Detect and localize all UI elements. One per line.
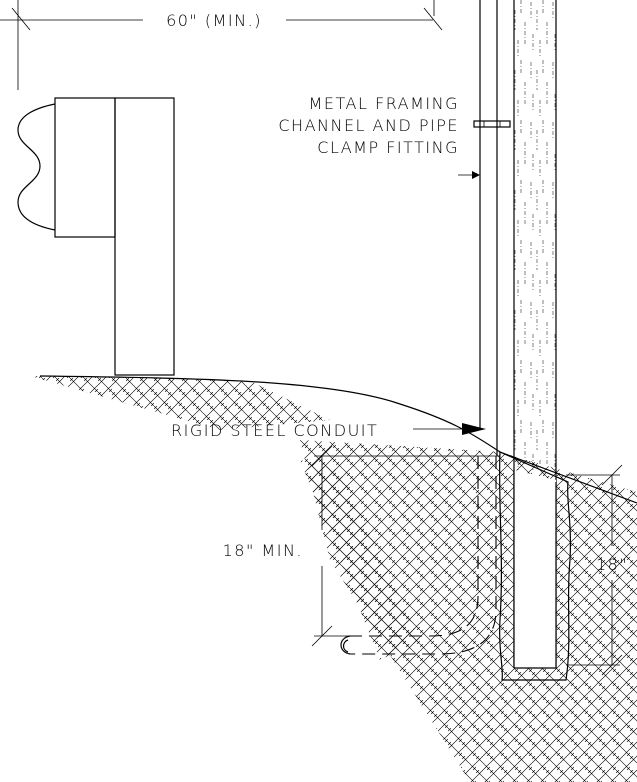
conduit-riser <box>479 0 498 456</box>
footing-depth-label: 18" <box>596 555 628 574</box>
guardrail <box>17 97 175 376</box>
footing-depth-dimension: 18" <box>566 464 628 676</box>
buried-conduit <box>340 456 497 655</box>
channel-label-line2: CHANNEL AND PIPE <box>278 116 459 135</box>
concrete-footing <box>498 451 571 681</box>
channel-label-line3: CLAMP FITTING <box>317 138 459 157</box>
top-dimension: 60" (MIN.) <box>0 0 443 90</box>
metal-framing-callout: METAL FRAMING CHANNEL AND PIPE CLAMP FIT… <box>278 94 480 179</box>
conduit-depth-label: 18" MIN. <box>223 541 303 560</box>
conduit-label: RIGID STEEL CONDUIT <box>171 421 378 440</box>
top-dimension-label: 60" (MIN.) <box>166 11 262 30</box>
pipe-clamp-fitting <box>473 120 511 128</box>
conduit-depth-dimension: 18" MIN. <box>223 445 500 647</box>
channel-label-line1: METAL FRAMING <box>309 94 459 113</box>
rigid-steel-conduit-callout: RIGID STEEL CONDUIT <box>171 421 486 440</box>
wood-pole <box>513 0 557 668</box>
